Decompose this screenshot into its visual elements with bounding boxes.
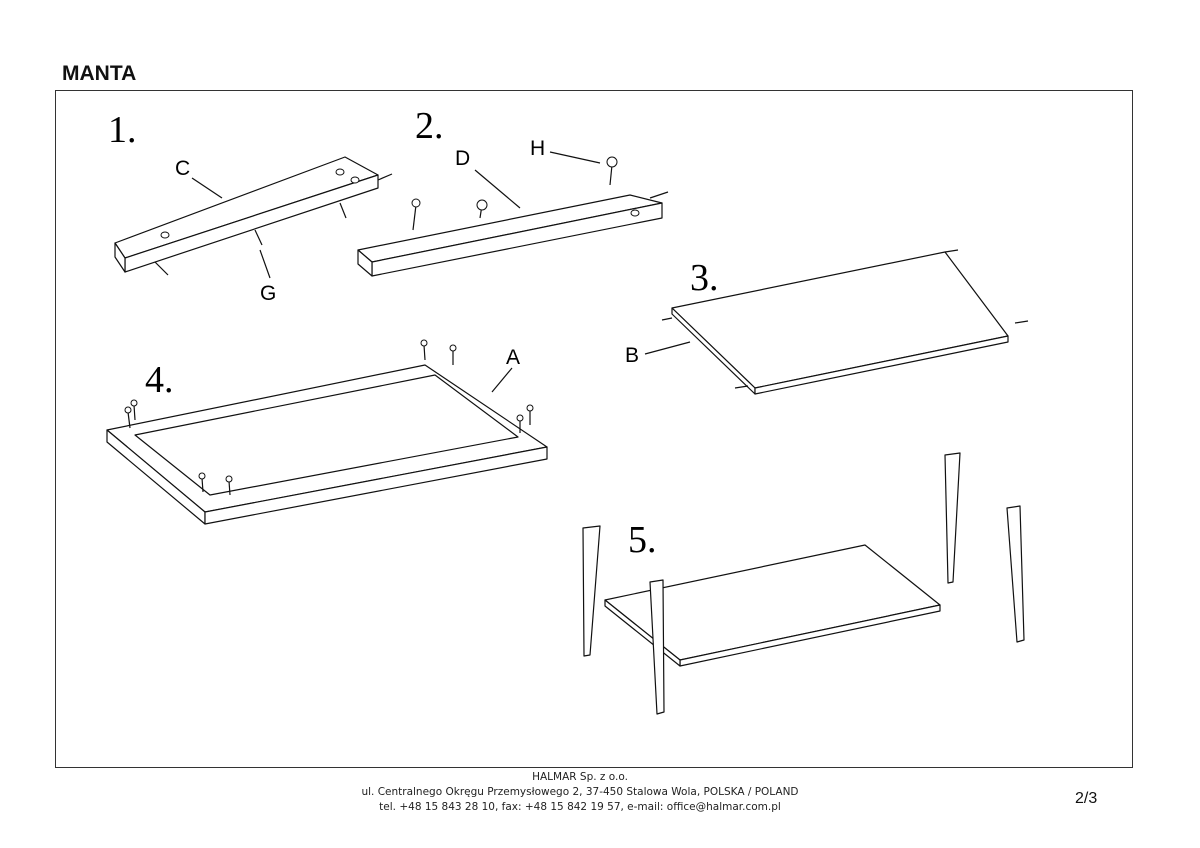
- footer-contact: tel. +48 15 843 28 10, fax: +48 15 842 1…: [379, 801, 781, 813]
- instruction-frame: [55, 90, 1133, 768]
- part-c-beam: [114, 156, 393, 276]
- step-2-number: 2.: [415, 105, 444, 147]
- part-b-panel: [661, 249, 1029, 395]
- part-d-beam: [357, 156, 669, 277]
- product-title: MANTA: [62, 62, 137, 85]
- step-3-number: 3.: [690, 257, 719, 299]
- step-5-number: 5.: [628, 519, 657, 561]
- label-b: B: [625, 344, 639, 367]
- page-number: 2/3: [1075, 790, 1098, 807]
- label-g: G: [260, 282, 276, 305]
- label-c: C: [175, 157, 190, 180]
- footer: HALMAR Sp. z o.o. ul. Centralnego Okręgu…: [340, 770, 820, 815]
- table-assembly: [582, 452, 1025, 715]
- part-a-frame: [106, 339, 548, 525]
- footer-company: HALMAR Sp. z o.o.: [532, 771, 628, 783]
- footer-address: ul. Centralnego Okręgu Przemysłowego 2, …: [361, 786, 799, 798]
- label-d: D: [455, 147, 470, 170]
- label-h: H: [530, 137, 545, 160]
- step-1-number: 1.: [108, 109, 137, 151]
- step-4-number: 4.: [145, 359, 174, 401]
- label-a: A: [506, 346, 520, 369]
